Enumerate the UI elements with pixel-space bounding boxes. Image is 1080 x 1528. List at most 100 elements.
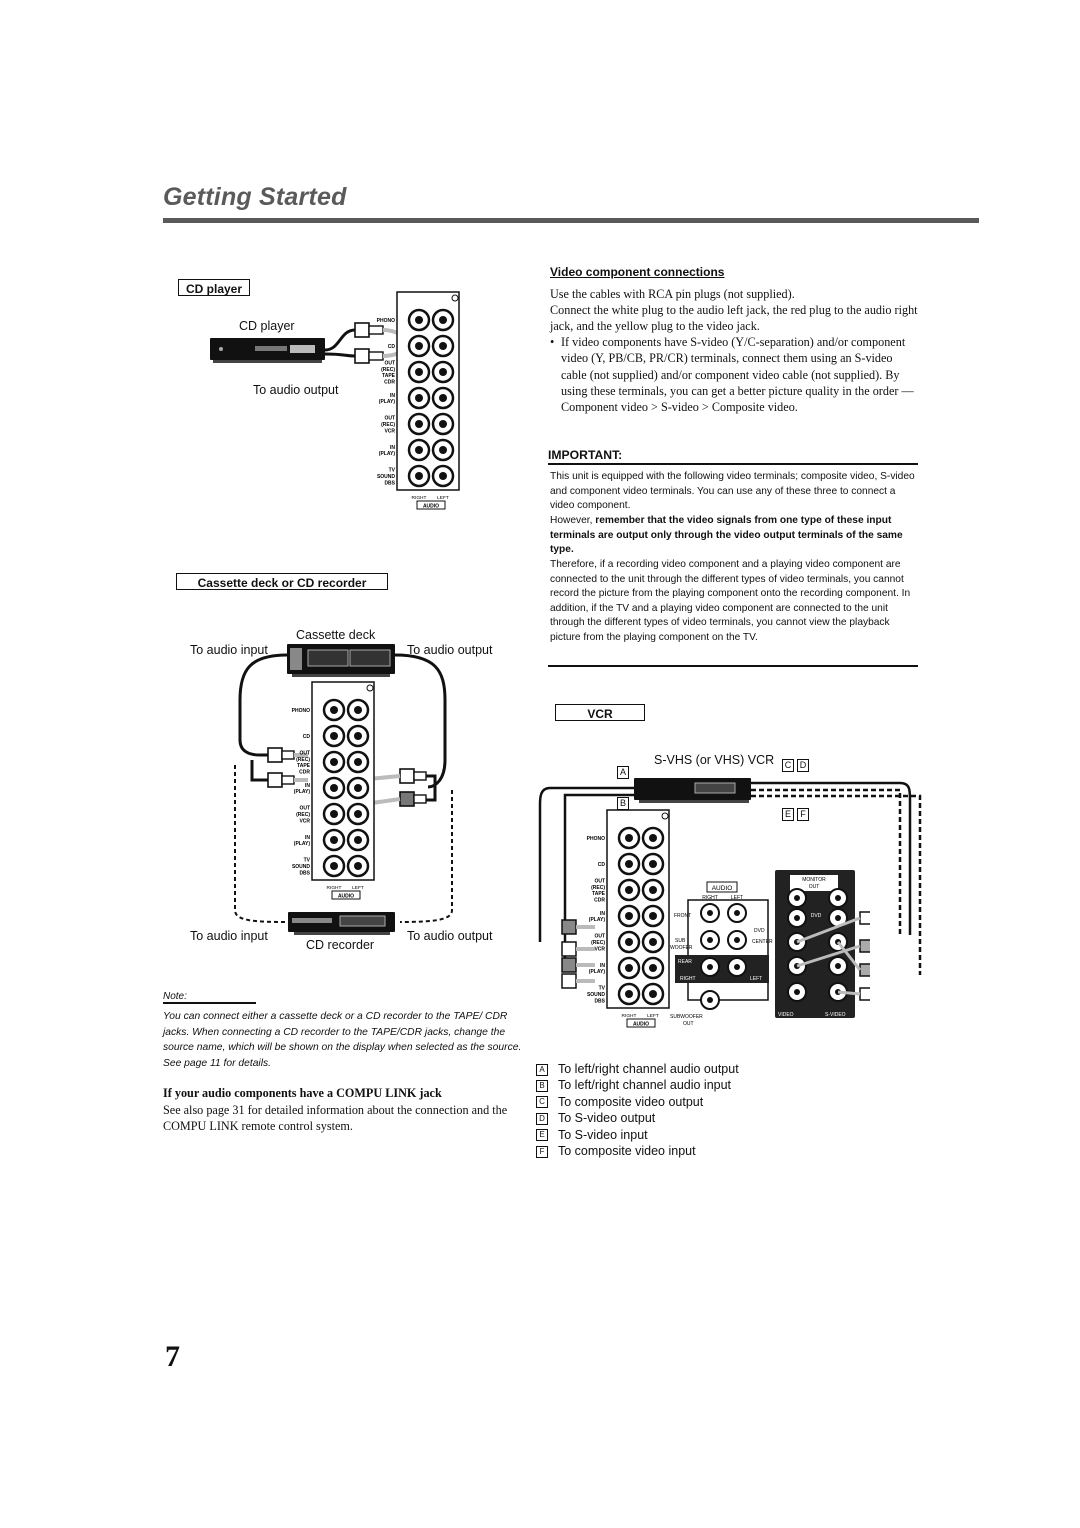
legend-text: To composite video output (558, 1094, 704, 1109)
jack-left-label: LEFT (352, 885, 364, 891)
rca-jack-pin (330, 810, 338, 818)
cd-player-device-label: CD player (239, 319, 295, 333)
rca-jack-pin (330, 836, 338, 844)
compu-link-heading: If your audio components have a COMPU LI… (163, 1086, 442, 1100)
marker-a: A (617, 766, 629, 779)
jack-label: (REC) (591, 885, 605, 891)
jack-left-label: LEFT (437, 495, 449, 501)
compu-link-text: See also page 31 for detailed informatio… (163, 1103, 508, 1134)
title-rule (163, 218, 979, 223)
jack-audio-box (331, 890, 361, 900)
jack-label: PHONO (377, 318, 395, 324)
jack-label: CD (598, 862, 606, 868)
panel-monitor-label: MONITOR (802, 877, 826, 883)
rca-jack-pin (439, 368, 447, 376)
important-label: IMPORTANT: (548, 448, 918, 465)
rca-jack-pin (625, 990, 633, 998)
panel-svideo-label: S-VIDEO (825, 1012, 846, 1018)
legend-row: C To composite video output (536, 1095, 739, 1111)
jack-label: OUT (299, 806, 310, 812)
video-para1: Use the cables with RCA pin plugs (not s… (550, 287, 795, 301)
jack-label: (PLAY) (589, 969, 606, 975)
legend-text: To left/right channel audio output (558, 1062, 739, 1076)
rca-jack-pin (415, 420, 423, 428)
rca-jack-pin (649, 964, 657, 972)
jack-label: (PLAY) (379, 451, 396, 457)
jack-label: SOUND (292, 864, 310, 870)
legend-key: B (536, 1080, 548, 1093)
cassette-to-audio-input-label: To audio input (190, 643, 268, 657)
panel-dvd-label-1: DVD (754, 928, 765, 934)
jack-label: TV (304, 858, 311, 864)
panel-screw-icon (451, 294, 459, 302)
jack-label: (REC) (381, 367, 395, 373)
jack-label: OUT (384, 360, 395, 366)
panel-screw-icon (366, 684, 374, 692)
page-title: Getting Started (163, 183, 347, 211)
legend-text: To S-video input (558, 1127, 648, 1142)
legend-text: To left/right channel audio input (558, 1078, 732, 1093)
rca-jack-pin (330, 758, 338, 766)
jack-label: VCR (299, 818, 310, 824)
legend-key: D (536, 1112, 548, 1125)
jack-label: IN (600, 911, 605, 917)
rca-jack-pin (649, 912, 657, 920)
legend-row: B To left/right channel audio input (536, 1078, 739, 1094)
jack-label: OUT (594, 934, 605, 940)
cassette-diagram (234, 644, 453, 935)
rca-jack-pin (415, 472, 423, 480)
jack-label: SOUND (587, 992, 605, 998)
rca-jack-pin (625, 886, 633, 894)
rca-jack-pin (354, 706, 362, 714)
jack-label: TAPE (382, 373, 396, 379)
panel-video-label: VIDEO (778, 1012, 794, 1018)
jack-audio-label: AUDIO (423, 504, 439, 510)
rca-jack-pin (415, 342, 423, 350)
important-p2-bold: remember that the video signals from one… (550, 515, 903, 556)
legend-key: E (536, 1129, 548, 1142)
jack-audio-label: AUDIO (633, 1022, 649, 1028)
rca-jack-pin (439, 342, 447, 350)
rca-jack-pin (439, 472, 447, 480)
bullet-dot: • (550, 335, 555, 349)
rca-jack-pin (354, 758, 362, 766)
jack-label: CDR (594, 898, 605, 904)
cd-player-device (210, 338, 325, 363)
important-p3: Therefore, if a recording video componen… (550, 559, 911, 643)
cd-player-box-label: CD player (178, 279, 250, 296)
jack-label: PHONO (292, 708, 310, 714)
vcr-box-label: VCR (555, 704, 645, 721)
jack-right-label: RIGHT (412, 495, 427, 501)
jack-label: TV (389, 468, 396, 474)
jack-label: (PLAY) (294, 841, 311, 847)
legend-key: C (536, 1096, 548, 1109)
rca-jack-pin (625, 834, 633, 842)
legend-key: A (536, 1063, 548, 1076)
rca-jack-pin (415, 316, 423, 324)
panel-sub-label: SUB (675, 938, 686, 944)
legend-key: F (536, 1145, 548, 1158)
panel-screw-icon (661, 812, 669, 820)
jack-label: IN (390, 393, 395, 399)
jack-audio-box (626, 1018, 656, 1028)
jack-label: DBS (594, 998, 605, 1004)
rca-jack-pin (354, 810, 362, 818)
rca-jack-pin (330, 732, 338, 740)
cassette-deck-label: Cassette deck (296, 628, 376, 642)
panel-left-label-2: LEFT (750, 976, 762, 982)
jack-label: IN (305, 783, 310, 789)
panel-left-label-1: LEFT (731, 895, 743, 901)
jack-label: TV (599, 986, 606, 992)
panel-audio-label: AUDIO (712, 885, 733, 892)
cd-recorder-device (288, 912, 395, 935)
jack-label: CD (388, 344, 396, 350)
jack-label: CDR (299, 770, 310, 776)
page-number: 7 (165, 1340, 180, 1373)
legend-row: E To S-video input (536, 1128, 739, 1144)
panel-out-label: OUT (683, 1021, 694, 1027)
jack-label: CDR (384, 380, 395, 386)
panel-subwoofer-label: SUBWOOFER (670, 1014, 703, 1020)
rca-jack-pin (649, 834, 657, 842)
jack-label: (PLAY) (379, 399, 396, 405)
